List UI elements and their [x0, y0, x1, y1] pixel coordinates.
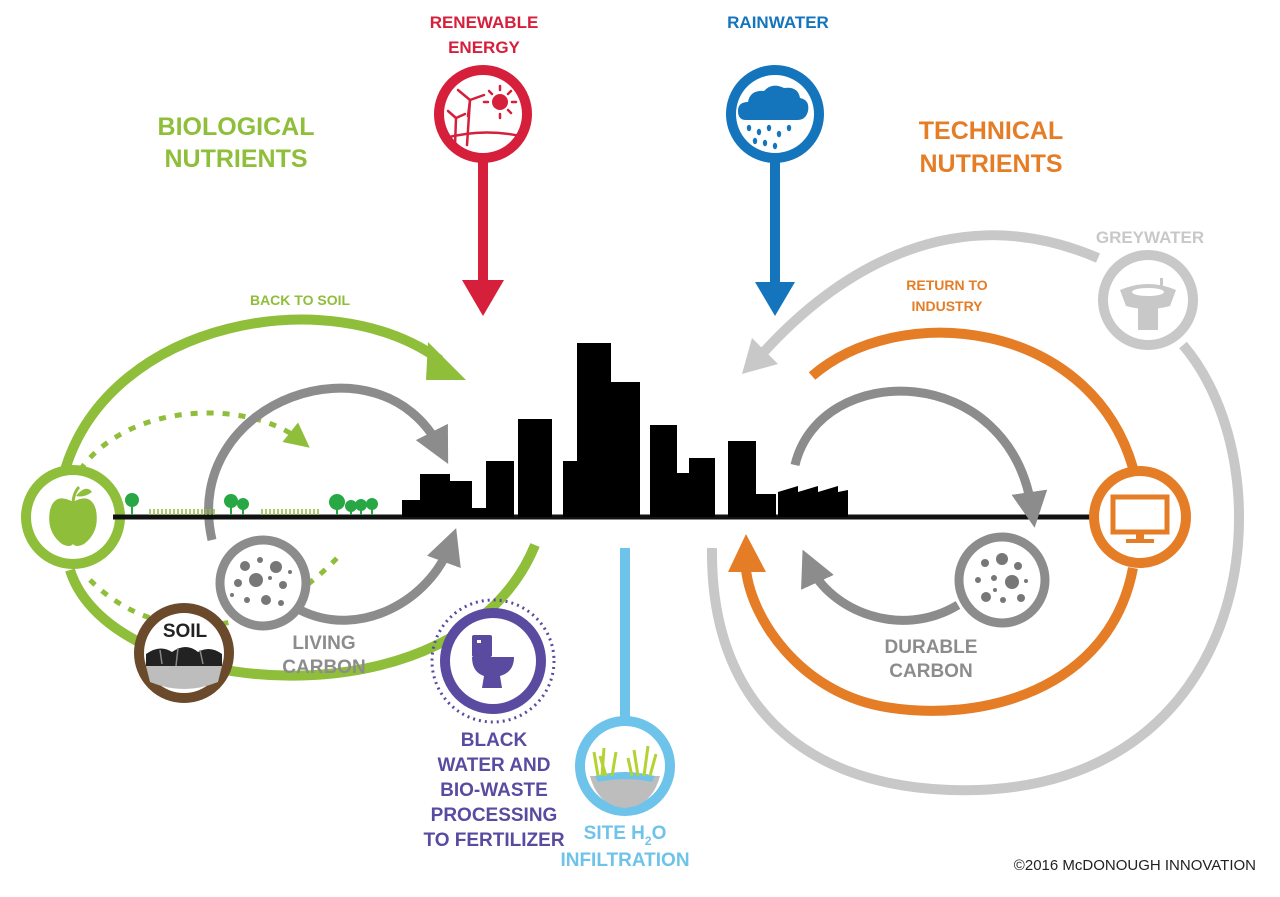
soil-icon: [146, 647, 222, 689]
black-water-line3: BIO-WASTE: [440, 780, 548, 801]
ground-and-city: [113, 343, 1092, 520]
back-to-soil-arrow-head: [426, 342, 466, 380]
return-label-line2: INDUSTRY: [911, 298, 983, 314]
return-to-industry-lower-arc: [741, 567, 1138, 716]
rainwater-label: RAINWATER: [727, 13, 829, 32]
renewable-arrow-head: [462, 280, 504, 316]
durable-carbon-label-line2: CARBON: [889, 661, 972, 682]
technical-title-line1: TECHNICAL: [919, 117, 1063, 145]
wind-sun-icon: [443, 84, 522, 148]
back-to-soil-arc: [60, 314, 443, 472]
living-carbon-label-line1: LIVING: [292, 633, 355, 654]
site-infiltration-group: SITE H2O INFILTRATION: [560, 548, 690, 871]
site-label-line1: SITE H2O: [584, 823, 667, 848]
black-water-group: BLACK WATER AND BIO-WASTE PROCESSING TO …: [423, 598, 565, 851]
sink-icon: [1120, 278, 1176, 330]
soil-group: SOIL: [134, 603, 234, 703]
black-water-line4: PROCESSING: [431, 805, 558, 826]
durable-carbon-icon: [975, 553, 1028, 603]
rainwater-arrow-head: [755, 282, 795, 316]
durable-carbon-upper-arc: [790, 386, 1048, 528]
greywater-arrow-head: [742, 338, 778, 374]
living-carbon-group: LIVING CARBON: [204, 383, 461, 678]
durable-carbon-circle: [954, 532, 1050, 628]
black-water-label: BLACK WATER AND BIO-WASTE PROCESSING TO …: [423, 730, 564, 851]
renewable-energy-group: RENEWABLE ENERGY: [430, 13, 539, 316]
cloud-rain-icon: [738, 85, 809, 150]
biological-title-line2: NUTRIENTS: [164, 145, 307, 173]
greywater-return-arc: [758, 230, 1100, 358]
technical-title-line2: NUTRIENTS: [919, 150, 1062, 178]
apple-icon: [49, 485, 97, 546]
site-label-subscript: 2: [645, 834, 652, 848]
return-to-industry-arrow-head: [728, 534, 766, 572]
greywater-outer-arc: [706, 341, 1244, 796]
biological-nutrients-title: BIOLOGICAL NUTRIENTS: [158, 113, 315, 173]
living-carbon-circle: [215, 535, 311, 631]
biological-title-line1: BIOLOGICAL: [158, 113, 315, 141]
black-water-line2: WATER AND: [438, 755, 551, 776]
copyright-notice: ©2016 McDONOUGH INNOVATION: [1013, 857, 1256, 874]
living-carbon-icon: [230, 557, 292, 606]
greywater-label: GREYWATER: [1096, 228, 1204, 247]
site-label-h: SITE H: [584, 823, 645, 844]
wetland-icon: [590, 745, 660, 808]
toilet-icon: [472, 635, 514, 688]
black-water-line5: TO FERTILIZER: [423, 830, 564, 851]
rainwater-group: RAINWATER: [726, 13, 829, 316]
dotted-growth-arc: [77, 410, 310, 472]
toilet-dotted-ring: [430, 598, 556, 724]
renewable-label-line1: RENEWABLE: [430, 13, 539, 32]
living-carbon-label-line2: CARBON: [282, 657, 365, 678]
grass-strip: [149, 509, 319, 515]
renewable-label-line2: ENERGY: [448, 38, 520, 57]
monitor-circle: [1089, 466, 1191, 568]
return-label-line1: RETURN TO: [906, 277, 988, 293]
monitor-icon: [1110, 494, 1170, 543]
durable-carbon-lower-arc: [801, 549, 961, 625]
dotted-soil-arc: [88, 553, 342, 629]
technical-nutrients-title: TECHNICAL NUTRIENTS: [919, 117, 1063, 178]
living-carbon-upper-arc: [204, 383, 449, 541]
durable-carbon-label-line1: DURABLE: [885, 637, 978, 658]
city-skyline: [402, 343, 848, 517]
black-water-line1: BLACK: [461, 730, 528, 751]
living-carbon-lower-arc: [297, 528, 461, 625]
back-to-soil-label: BACK TO SOIL: [250, 292, 351, 308]
technical-loops: GREYWATER RETURN TO INDUSTRY DURABLE CAR…: [706, 228, 1244, 796]
site-label-o: O: [652, 823, 667, 844]
trees: [125, 493, 378, 515]
site-label-line2: INFILTRATION: [560, 850, 689, 871]
return-to-industry-upper-arc: [808, 327, 1138, 470]
soil-label: SOIL: [163, 621, 208, 642]
